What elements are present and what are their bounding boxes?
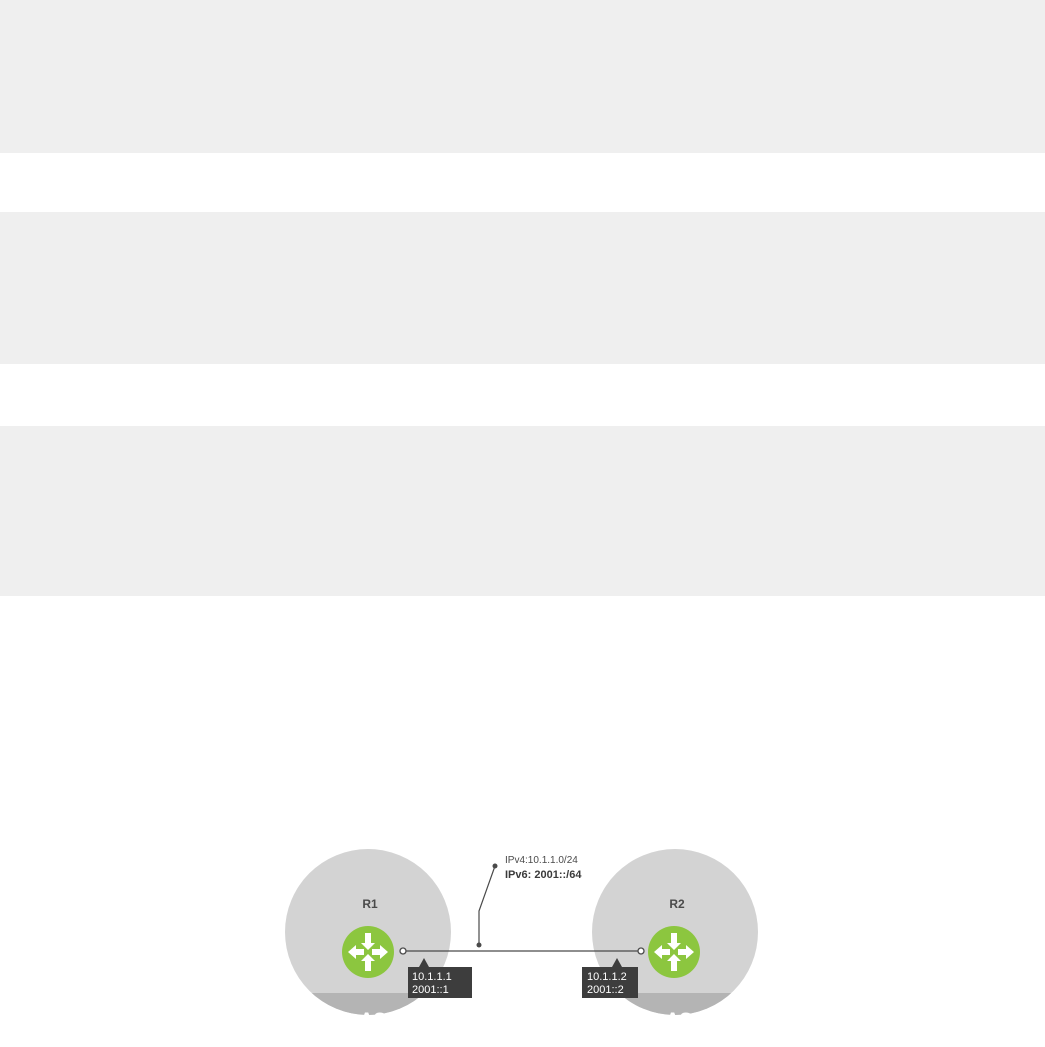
as-label-r1: AS (360, 1010, 386, 1031)
link-line (399, 947, 645, 955)
r1-ipv4-address: 10.1.1.1 (412, 971, 452, 983)
router-r1-label: R1 (362, 897, 378, 911)
gray-band-top (0, 0, 1045, 153)
subnet-ipv4-label: IPv4:10.1.1.0/24 (505, 855, 578, 866)
r1-ipv6-address: 2001::1 (412, 984, 449, 996)
router-r2-node: R2 AS (592, 849, 758, 1031)
link-endpoint-r1 (399, 947, 407, 955)
link-endpoint-r2 (637, 947, 645, 955)
router-r1-node: R1 AS (285, 849, 451, 1031)
router-r2-label: R2 (669, 897, 685, 911)
router-icon (342, 926, 394, 978)
as-label-r2: AS (666, 1010, 692, 1031)
router-icon (648, 926, 700, 978)
address-box-r1: 10.1.1.1 2001::1 (408, 958, 472, 998)
address-box-r2: 10.1.1.2 2001::2 (582, 958, 638, 998)
gray-band-bottom (0, 426, 1045, 596)
subnet-callout: IPv4:10.1.1.0/24 IPv6: 2001::/64 (476, 855, 582, 948)
gray-band-middle (0, 212, 1045, 364)
r2-ipv6-address: 2001::2 (587, 984, 624, 996)
subnet-ipv6-label: IPv6: 2001::/64 (505, 869, 582, 881)
r2-ipv4-address: 10.1.1.2 (587, 971, 627, 983)
